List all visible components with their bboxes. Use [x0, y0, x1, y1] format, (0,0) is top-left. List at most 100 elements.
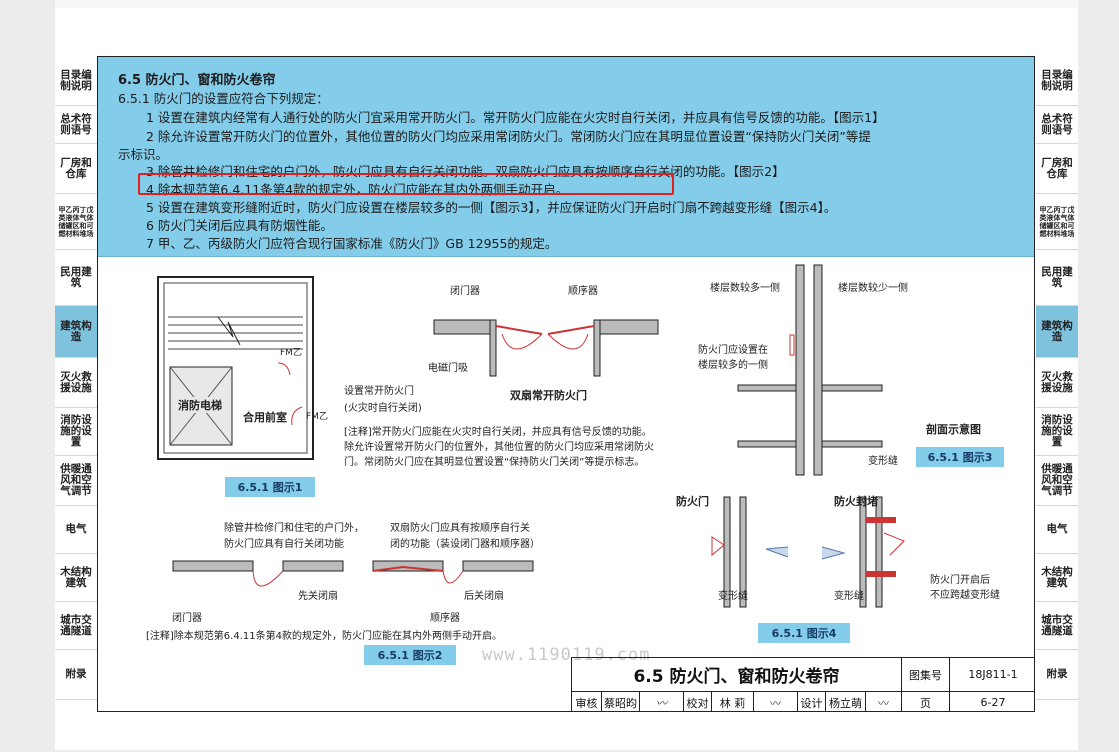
right-tab-label: 总术符则语号	[1041, 112, 1073, 136]
left-tab-label: 民用建筑	[60, 265, 92, 289]
fig-double-door-drawing	[433, 319, 659, 377]
fig4-joint-label-1: 变形缝	[718, 591, 748, 602]
right-tab-10[interactable]: 木结构建筑	[1036, 554, 1078, 602]
right-tab-6[interactable]: 灭火救援设施	[1036, 358, 1078, 408]
clause-item-5: 5 设置在建筑变形缝附近时，防火门应设置在楼层较多的一侧【图示3】，并应保证防火…	[146, 200, 837, 215]
watermark-text: www.1190119.com	[482, 645, 651, 665]
fig1-note: [注释]常开防火门应能在火灾时自行关闭，并应具有信号反馈的功能。 除允许设置常开…	[344, 425, 704, 470]
designer-signature: 〰	[866, 692, 902, 711]
right-tab-8[interactable]: 供暖通风和空气调节	[1036, 456, 1078, 506]
top-band	[55, 0, 1078, 8]
atlas-number-label: 图集号	[902, 658, 950, 692]
checker-name: 林 莉	[712, 692, 754, 711]
fig4-seal-label: 防火封堵	[834, 495, 878, 508]
left-tab-5[interactable]: 建筑构造	[55, 306, 97, 358]
fig2-closer-label: 闭门器	[172, 613, 202, 624]
right-tab-label: 厂房和仓库	[1041, 156, 1073, 180]
clause-item-3: 3 除管井检修门和住宅的户门外，防火门应具有自行关闭功能。双扇防火门应具有按顺序…	[146, 164, 785, 179]
left-tab-label: 城市交通隧道	[60, 613, 92, 637]
left-tab-3[interactable]: 甲乙丙丁戊类液体气体储罐区和可燃材料堆场	[55, 194, 97, 250]
right-tab-0[interactable]: 目录编制说明	[1036, 56, 1078, 106]
fig-double-title: 双扇常开防火门	[510, 389, 587, 402]
left-tab-label: 建筑构造	[60, 319, 92, 343]
right-tab-label: 目录编制说明	[1041, 68, 1073, 92]
right-tab-label: 电气	[1046, 523, 1068, 535]
left-tab-label: 灭火救援设施	[60, 370, 92, 394]
clause-item-7: 7 甲、乙、丙级防火门应符合现行国家标准《防火门》GB 12955的规定。	[146, 236, 558, 251]
left-tab-12[interactable]: 附录	[55, 650, 97, 700]
page-label: 页	[902, 692, 950, 711]
fig-double-sequencer-label: 顺序器	[568, 286, 598, 297]
clause-item-6: 6 防火门关闭后应具有防烟性能。	[146, 218, 333, 233]
clause-item-2-cont: 示标识。	[118, 147, 169, 162]
left-tab-1[interactable]: 总术符则语号	[55, 106, 97, 144]
left-tab-label: 厂房和仓库	[60, 156, 92, 180]
fig2-door-drawing	[172, 560, 534, 587]
fig1-caption: 6.5.1 图示1	[225, 477, 315, 497]
fig4-caption: 6.5.1 图示4	[758, 623, 850, 643]
right-tab-label: 供暖通风和空气调节	[1041, 463, 1073, 497]
left-tab-10[interactable]: 木结构建筑	[55, 554, 97, 602]
fig3-more-side-label: 楼层数较多一侧	[710, 283, 780, 294]
right-tab-column: 目录编制说明总术符则语号厂房和仓库甲乙丙丁戊类液体气体储罐区和可燃材料堆场民用建…	[1036, 56, 1078, 700]
right-tab-9[interactable]: 电气	[1036, 506, 1078, 554]
reviewer-name: 蔡昭昀	[602, 692, 640, 711]
atlas-number: 18J811-1	[950, 658, 1034, 692]
left-tab-0[interactable]: 目录编制说明	[55, 56, 97, 106]
right-tab-5[interactable]: 建筑构造	[1036, 306, 1078, 358]
right-tab-1[interactable]: 总术符则语号	[1036, 106, 1078, 144]
left-tab-label: 甲乙丙丁戊类液体气体储罐区和可燃材料堆场	[58, 205, 94, 238]
left-tab-2[interactable]: 厂房和仓库	[55, 144, 97, 194]
fig2-label-a2: 防火门应具有自行关闭功能	[224, 539, 344, 550]
fig2-label-b1: 双扇防火门应具有按顺序自行关	[390, 523, 530, 534]
right-tab-label: 灭火救援设施	[1041, 370, 1073, 394]
fig1-fm-label-2: FM乙	[306, 412, 328, 422]
right-tab-4[interactable]: 民用建筑	[1036, 250, 1078, 306]
title-block-title: 6.5 防火门、窗和防火卷帘	[572, 658, 902, 692]
fig3-section-label: 剖面示意图	[926, 423, 981, 436]
drawing-frame: 6.5 防火门、窗和防火卷帘 6.5.1 防火门的设置应符合下列规定： 1 设置…	[97, 56, 1035, 712]
designer-name: 杨立萌	[826, 692, 866, 711]
right-tab-11[interactable]: 城市交通隧道	[1036, 602, 1078, 650]
fig1-fm-label-1: FM乙	[280, 348, 302, 358]
left-tab-label: 木结构建筑	[60, 565, 92, 589]
title-block: 6.5 防火门、窗和防火卷帘 图集号 18J811-1 审核 蔡昭昀 〰 校对 …	[571, 657, 1034, 711]
right-tab-label: 城市交通隧道	[1041, 613, 1073, 637]
right-tab-label: 建筑构造	[1041, 319, 1073, 343]
fig3-section-drawing	[737, 264, 883, 476]
left-tab-7[interactable]: 消防设施的设置	[55, 408, 97, 456]
fig2-note: [注释]除本规范第6.4.11条第4款的规定外，防火门应能在其内外两侧手动开启。	[146, 631, 502, 642]
left-tab-8[interactable]: 供暖通风和空气调节	[55, 456, 97, 506]
left-tab-label: 附录	[65, 668, 87, 680]
fig4-drawing	[711, 496, 905, 608]
fig2-first-leaf-label: 先关闭扇	[298, 591, 338, 602]
fig1-note-line-1: [注释]常开防火门应能在火灾时自行关闭，并应具有信号反馈的功能。	[344, 427, 652, 438]
left-tab-11[interactable]: 城市交通隧道	[55, 602, 97, 650]
clause-text-panel: 6.5 防火门、窗和防火卷帘 6.5.1 防火门的设置应符合下列规定： 1 设置…	[98, 57, 1034, 257]
check-label: 校对	[684, 692, 712, 711]
left-tab-4[interactable]: 民用建筑	[55, 250, 97, 306]
right-tab-7[interactable]: 消防设施的设置	[1036, 408, 1078, 456]
fig1-note-line-2: 除允许设置常开防火门的位置外，其他位置的防火门均应采用常闭防火	[344, 442, 654, 453]
fig3-joint-label: 变形缝	[868, 456, 898, 467]
right-tab-3[interactable]: 甲乙丙丁戊类液体气体储罐区和可燃材料堆场	[1036, 194, 1078, 250]
reviewer-signature: 〰	[640, 692, 684, 711]
right-tab-label: 消防设施的设置	[1041, 414, 1073, 448]
fig3-caption: 6.5.1 图示3	[916, 447, 1004, 467]
left-tab-6[interactable]: 灭火救援设施	[55, 358, 97, 408]
fig1-note-line-3: 门。常闭防火门应在其明显位置设置“保持防火门关闭”等提示标志。	[344, 457, 645, 468]
right-tab-label: 木结构建筑	[1041, 565, 1073, 589]
fig-double-closer-label: 闭门器	[450, 286, 480, 297]
fig3-less-side-label: 楼层数较少一侧	[838, 283, 908, 294]
left-tab-column: 目录编制说明总术符则语号厂房和仓库甲乙丙丁戊类液体气体储罐区和可燃材料堆场民用建…	[55, 56, 97, 700]
left-tab-label: 总术符则语号	[60, 112, 92, 136]
left-tab-label: 目录编制说明	[60, 68, 92, 92]
left-tab-9[interactable]: 电气	[55, 506, 97, 554]
right-tab-2[interactable]: 厂房和仓库	[1036, 144, 1078, 194]
fig1-lobby-label: 合用前室	[243, 411, 287, 424]
left-tab-label: 电气	[65, 523, 87, 535]
right-tab-label: 甲乙丙丁戊类液体气体储罐区和可燃材料堆场	[1039, 205, 1075, 238]
right-tab-12[interactable]: 附录	[1036, 650, 1078, 700]
fig4-open-note-2: 不应跨越变形缝	[930, 590, 1000, 601]
fig2-label-a1: 除管井检修门和住宅的户门外，	[224, 523, 364, 534]
